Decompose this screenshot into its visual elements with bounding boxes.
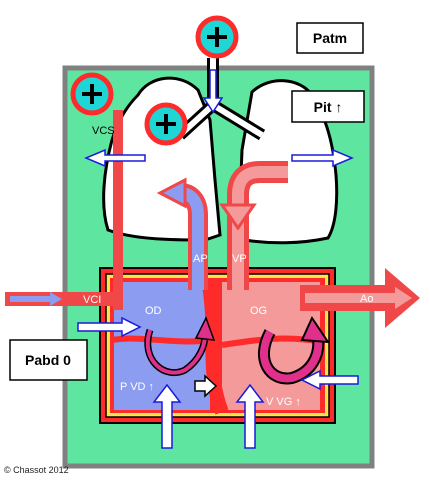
vci-arrow-icon [77, 316, 142, 338]
rv-up-arrow-icon [152, 383, 182, 449]
right-heart [114, 282, 210, 410]
vcs-label: VCS [92, 125, 115, 137]
rv-rotation-icon [144, 316, 216, 377]
plus-circle-icon [144, 102, 188, 146]
lv-left-arrow-icon [300, 369, 359, 391]
pvd-label: P VD ↑ [120, 381, 154, 393]
trachea-arrow-icon [202, 69, 224, 114]
patm-box: Patm [296, 22, 364, 54]
pulmonary-vein [219, 161, 288, 290]
pit-label: Pit ↑ [314, 99, 343, 115]
plus-circle-icon [70, 72, 114, 116]
ao-label: Ao [360, 293, 373, 305]
od-label: OD [145, 305, 162, 317]
lv-rotation-icon [258, 315, 330, 385]
vcs-vessel [113, 110, 123, 310]
vci-label: VCI [83, 294, 101, 306]
pit-box: Pit ↑ [291, 90, 365, 123]
pabd-label: Pabd 0 [25, 352, 71, 368]
septum-shift-arrow-icon [194, 374, 218, 398]
vp-label: VP [232, 253, 247, 265]
lung-left-arrow-icon [84, 148, 146, 168]
aorta [300, 268, 420, 328]
flow-arrows [77, 69, 359, 449]
vvg-label: V VG ↑ [266, 396, 301, 408]
ap-label: AP [193, 253, 208, 265]
pressure-icons [70, 15, 239, 146]
lung-right-arrow-icon [291, 148, 354, 168]
vci-vessel [5, 292, 120, 306]
pabd-box: Pabd 0 [9, 339, 88, 381]
credit-text: © Chassot 2012 [4, 465, 69, 475]
og-label: OG [250, 305, 267, 317]
lv-up-arrow-icon [235, 383, 265, 449]
patm-label: Patm [313, 30, 347, 46]
plus-circle-icon [195, 15, 239, 59]
pulmonary-artery [156, 177, 208, 290]
